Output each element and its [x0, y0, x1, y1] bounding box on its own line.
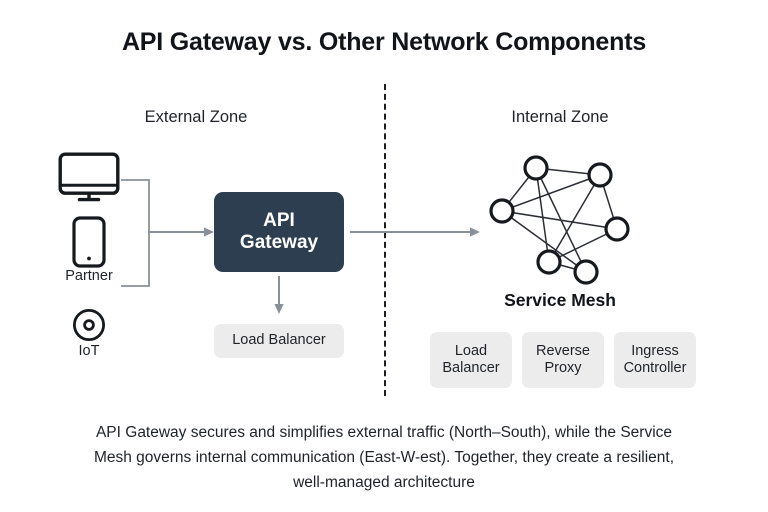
diagram-caption: API Gateway secures and simplifies exter… — [93, 424, 675, 492]
external-component-load-balancer[interactable]: Load Balancer — [214, 324, 344, 358]
service-mesh-nodes — [489, 155, 630, 285]
service-mesh-edge — [501, 210, 618, 230]
service-mesh-node[interactable] — [587, 162, 613, 188]
external-component-load-balancer-label: Load Balancer — [232, 332, 326, 349]
zone-label-external: External Zone — [144, 108, 248, 126]
client-label-partner: Partner — [65, 268, 113, 284]
api-gateway-node[interactable]: API Gateway — [214, 192, 344, 272]
service-mesh-node[interactable] — [604, 216, 630, 242]
internal-component-ingress-controller-line2: Controller — [623, 360, 687, 376]
client-label-iot: IoT — [78, 343, 100, 359]
service-mesh-node[interactable] — [536, 249, 562, 275]
internal-component-reverse-proxy[interactable]: Reverse Proxy — [522, 332, 604, 388]
service-mesh-label: Service Mesh — [504, 290, 616, 310]
service-mesh-edge — [548, 174, 601, 263]
service-mesh-edge — [501, 174, 601, 212]
zone-label-internal: Internal Zone — [511, 108, 609, 126]
internal-component-reverse-proxy-line1: Reverse — [536, 342, 590, 359]
monitor-icon — [58, 152, 120, 202]
arrow-gateway-to-load-balancer — [268, 276, 290, 316]
internal-components-row: Load Balancer Reverse Proxy Ingress Cont… — [430, 332, 696, 388]
api-gateway-label-line2: Gateway — [239, 232, 319, 253]
phone-icon — [72, 216, 106, 268]
internal-component-load-balancer[interactable]: Load Balancer — [430, 332, 512, 388]
arrow-gateway-to-service-mesh — [350, 222, 482, 242]
service-mesh-node[interactable] — [489, 198, 515, 224]
service-mesh-node[interactable] — [523, 155, 549, 181]
internal-component-ingress-controller[interactable]: Ingress Controller — [614, 332, 696, 388]
service-mesh-edge — [535, 167, 550, 263]
service-mesh-edge — [501, 210, 587, 273]
internal-component-reverse-proxy-line2: Proxy — [544, 360, 582, 376]
service-mesh-graph — [484, 146, 634, 290]
api-gateway-label-line1: API — [263, 209, 295, 231]
page-title: API Gateway vs. Other Network Components — [121, 28, 647, 56]
arrow-clients-to-gateway — [148, 222, 216, 242]
zone-divider — [384, 84, 386, 396]
service-mesh-node[interactable] — [573, 259, 599, 285]
iot-icon — [72, 308, 106, 342]
internal-component-load-balancer-line1: Load — [454, 342, 488, 359]
api-gateway-label: API Gateway — [240, 210, 318, 255]
internal-component-ingress-controller-line1: Ingress — [631, 342, 679, 359]
internal-component-load-balancer-line2: Balancer — [442, 360, 500, 376]
